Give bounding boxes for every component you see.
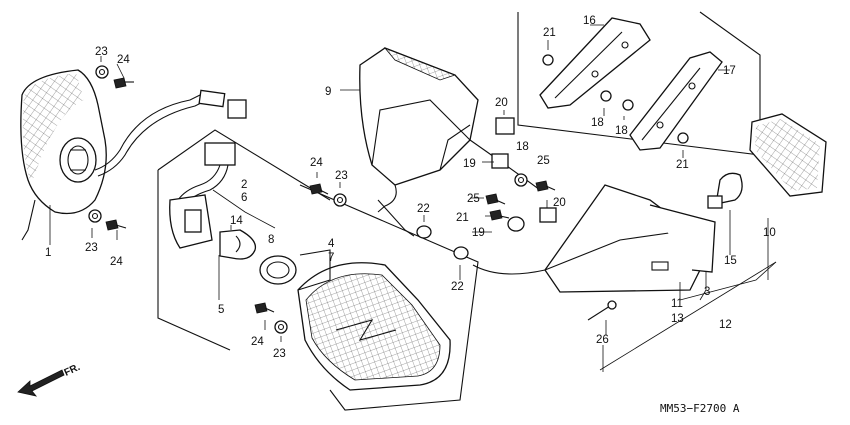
- callout-4: 4: [328, 238, 335, 250]
- tail-bulb: [707, 172, 743, 209]
- callout-23a: 23: [95, 46, 108, 58]
- bracket-right: [629, 51, 723, 151]
- callout-14: 14: [230, 215, 243, 227]
- callout-21c: 21: [456, 212, 469, 224]
- callout-24d: 24: [251, 336, 264, 348]
- callout-21a: 21: [543, 27, 556, 39]
- reference-code: MM53−F2700 A: [660, 402, 740, 415]
- callout-numbers: 1 2 3 4 5 6 7 8 9 10 11 12 13 14 15 16 1…: [45, 15, 776, 360]
- callout-18a: 18: [516, 141, 529, 153]
- tail-cover: [472, 184, 716, 293]
- callout-13: 13: [671, 313, 684, 325]
- callout-12: 12: [719, 319, 732, 331]
- left-turn-signal-lens: [20, 69, 247, 241]
- callout-1: 1: [45, 247, 51, 259]
- callout-19b: 19: [472, 227, 485, 239]
- fasteners-left: [88, 65, 347, 334]
- callout-22b: 22: [451, 281, 464, 293]
- callout-16: 16: [583, 15, 596, 27]
- callout-25b: 25: [467, 193, 480, 205]
- callout-21b: 21: [676, 159, 689, 171]
- callout-26: 26: [596, 334, 609, 346]
- callout-9: 9: [325, 86, 331, 98]
- bracket-fasteners: [542, 54, 689, 144]
- callout-19a: 19: [463, 158, 476, 170]
- callout-18c: 18: [615, 125, 628, 137]
- callout-5: 5: [218, 304, 224, 316]
- callout-20a: 20: [495, 97, 508, 109]
- middle-hardware: [416, 117, 557, 260]
- callout-10: 10: [763, 227, 776, 239]
- mirror-housing: [359, 47, 541, 237]
- callout-20b: 20: [553, 197, 566, 209]
- leader-lines: [49, 24, 777, 372]
- front-turn-signal-lens: [297, 249, 451, 391]
- callout-15: 15: [724, 255, 737, 267]
- callout-18b: 18: [591, 117, 604, 129]
- bracket-left: [539, 17, 651, 109]
- screw-26: [587, 300, 617, 321]
- callout-7: 7: [328, 252, 334, 264]
- callout-22a: 22: [417, 203, 430, 215]
- callout-23d: 23: [273, 348, 286, 360]
- callout-23c: 23: [335, 170, 348, 182]
- callout-11: 11: [671, 298, 683, 310]
- callout-6: 6: [241, 192, 247, 204]
- license-lamp: [749, 113, 827, 197]
- socket-and-wiring: [169, 142, 236, 249]
- callout-8: 8: [268, 234, 274, 246]
- front-direction-arrow: FR.: [17, 362, 82, 397]
- rubber-seal-ring: [259, 255, 297, 285]
- callout-24a: 24: [117, 54, 130, 66]
- callout-23b: 23: [85, 242, 98, 254]
- front-marker-label: FR.: [63, 362, 82, 379]
- callout-3: 3: [704, 286, 710, 298]
- callout-2: 2: [241, 179, 247, 191]
- callout-24b: 24: [110, 256, 123, 268]
- callout-17: 17: [723, 65, 736, 77]
- callout-25a: 25: [537, 155, 550, 167]
- callout-24c: 24: [310, 157, 323, 169]
- bulb: [219, 229, 257, 260]
